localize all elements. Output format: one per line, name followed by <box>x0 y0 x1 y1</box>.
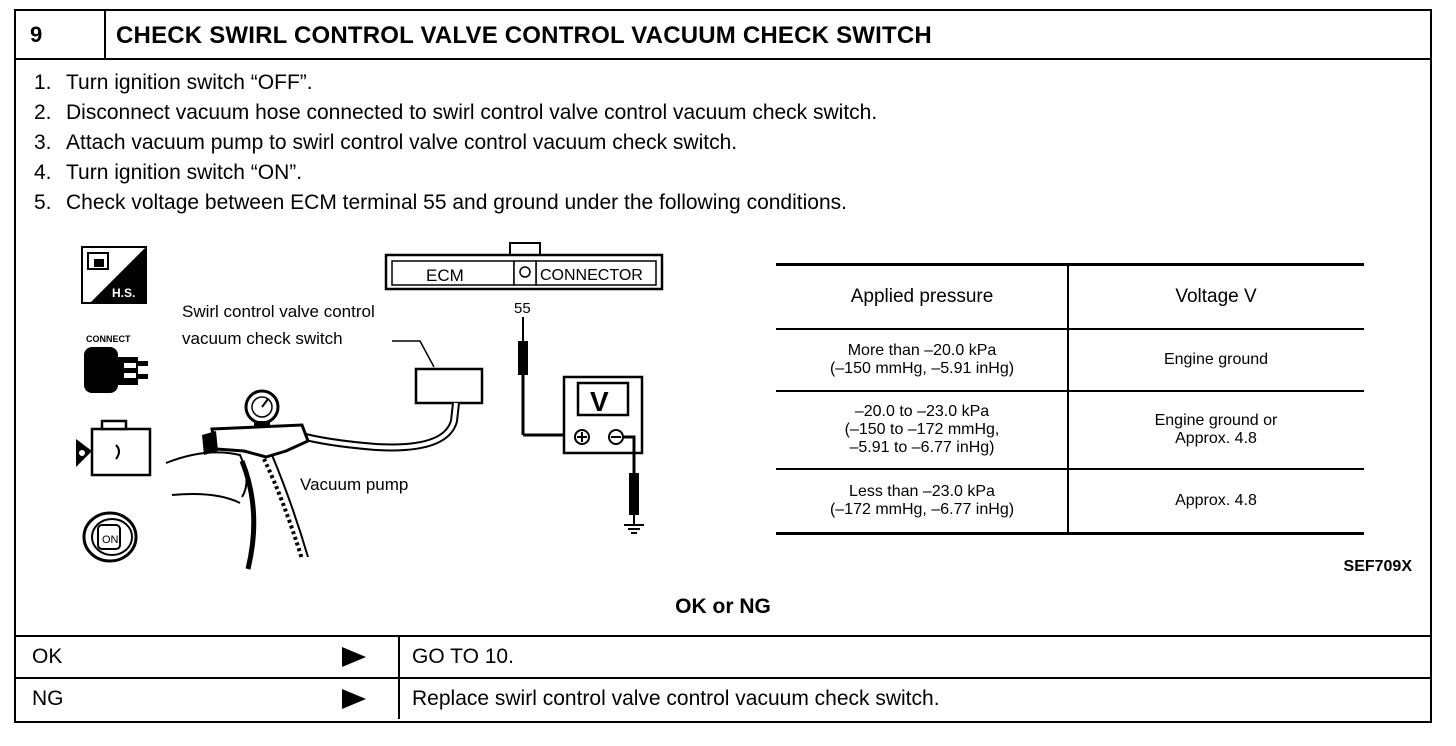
ok-or-ng-prompt: OK or NG <box>675 595 771 618</box>
result-key-ng: NG <box>32 687 64 710</box>
ecm-connector: ECM CONNECTOR 55 <box>384 242 664 317</box>
procedure-step: 2.Disconnect vacuum hose connected to sw… <box>34 101 878 124</box>
step-title: CHECK SWIRL CONTROL VALVE CONTROL VACUUM… <box>116 22 932 49</box>
step-header: 9 CHECK SWIRL CONTROL VALVE CONTROL VACU… <box>16 11 1430 60</box>
svg-text:CONNECTOR: CONNECTOR <box>540 267 643 284</box>
ground-wire <box>623 435 644 534</box>
svg-text:55: 55 <box>514 300 531 317</box>
result-key-ok: OK <box>32 645 63 668</box>
switch-label-line1: Swirl control valve control <box>182 302 375 321</box>
svg-text:H.S.: H.S. <box>112 286 135 300</box>
result-row-ok: OK GO TO 10. <box>16 635 1430 677</box>
vacuum-pump <box>165 389 310 570</box>
figure-code: SEF709X <box>1344 558 1413 575</box>
column-header-pressure: Applied pressure <box>850 286 994 307</box>
procedure-step: 3.Attach vacuum pump to swirl control va… <box>34 131 738 154</box>
procedure-step: 4.Turn ignition switch “ON”. <box>34 161 303 184</box>
procedure-step: 5.Check voltage between ECM terminal 55 … <box>34 191 847 214</box>
inspection-step-sheet: 9 CHECK SWIRL CONTROL VALVE CONTROL VACU… <box>14 9 1432 723</box>
procedure-list: 1.Turn ignition switch “OFF”. 2.Disconne… <box>34 69 877 219</box>
engine-icon <box>76 419 152 477</box>
svg-text:ECM: ECM <box>426 266 464 285</box>
svg-text:CONNECT: CONNECT <box>86 334 131 344</box>
ignition-on-icon: ON <box>82 511 138 563</box>
table-row: –20.0 to –23.0 kPa(–150 to –172 mmHg,–5.… <box>844 403 1278 456</box>
vacuum-pump-label: Vacuum pump <box>300 475 408 494</box>
result-action-ok: GO TO 10. <box>412 645 514 668</box>
arrow-right-icon <box>342 689 366 709</box>
step-number: 9 <box>16 11 106 58</box>
arrow-right-icon <box>342 647 366 667</box>
hs-tool-icon: H.S. <box>81 246 147 304</box>
result-row-ng: NG Replace swirl control valve control v… <box>16 677 1430 719</box>
voltmeter: V <box>562 375 644 455</box>
svg-text:V: V <box>590 386 609 417</box>
column-header-voltage: Voltage V <box>1175 286 1257 307</box>
procedure-step: 1.Turn ignition switch “OFF”. <box>34 71 313 94</box>
table-row: Less than –23.0 kPa(–172 mmHg, –6.77 inH… <box>829 483 1257 518</box>
table-row: More than –20.0 kPa(–150 mmHg, –5.91 inH… <box>829 342 1269 377</box>
table-header-row: Applied pressure Voltage V <box>776 266 1364 328</box>
connect-icon: CONNECT <box>84 334 148 393</box>
result-action-ng: Replace swirl control valve control vacu… <box>412 687 940 710</box>
svg-text:ON: ON <box>102 534 119 546</box>
vacuum-check-switch <box>296 340 484 452</box>
wiring-illustration: H.S. CONNECT ON <box>76 242 1413 575</box>
switch-label-line2: vacuum check switch <box>182 329 343 348</box>
